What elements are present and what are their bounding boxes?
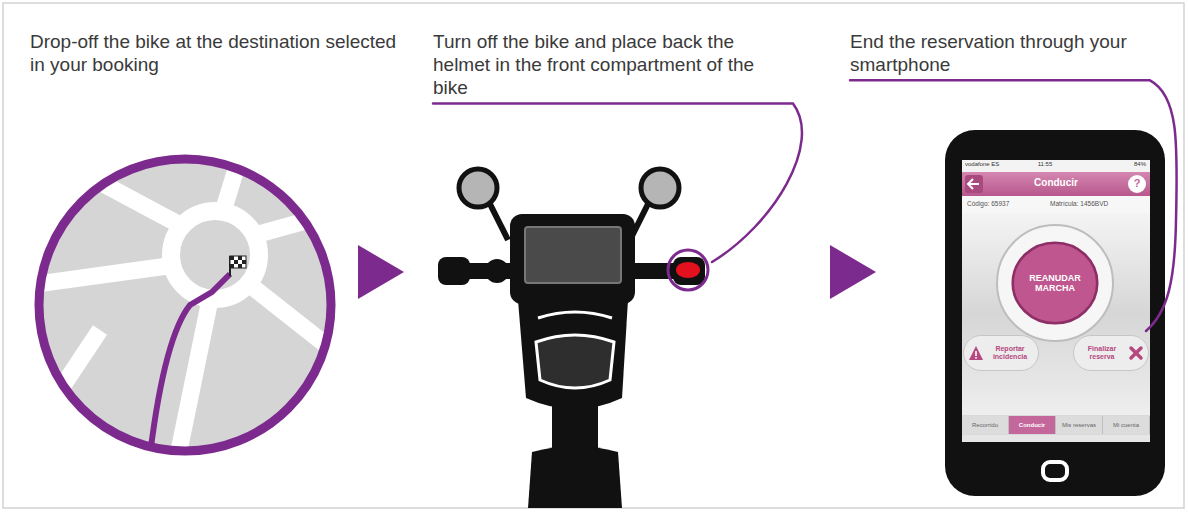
button-text: Finalizar reserva	[1078, 345, 1126, 361]
scooter-part	[510, 214, 635, 304]
leader-line	[433, 104, 802, 262]
tab: Mi cuenta	[1103, 416, 1150, 434]
finish-flag-part-part	[238, 264, 242, 268]
finish-flag-part	[230, 256, 246, 268]
finish-flag-part-part	[230, 264, 234, 268]
finish-flag-part-part	[234, 260, 238, 264]
power-button-part	[668, 250, 708, 290]
map-circle-part-part	[30, 140, 345, 470]
smartphone-part	[962, 196, 1150, 213]
smartphone	[945, 130, 1165, 496]
finish-flag-part-part	[242, 260, 246, 264]
button-text: Conducir	[1019, 422, 1045, 429]
status-text: 84%	[1110, 161, 1146, 168]
smartphone-part	[968, 179, 979, 189]
finish-flag-part	[230, 256, 246, 268]
finish-flag	[230, 256, 246, 276]
map-circle-part-part	[185, 225, 245, 285]
scooter-part	[525, 227, 621, 283]
scooter-part	[485, 259, 509, 283]
smartphone-part	[945, 130, 1165, 496]
smartphone-part	[1043, 462, 1067, 480]
close-icon	[1131, 348, 1141, 358]
step-caption: Turn off the bike and place back the hel…	[433, 30, 793, 100]
map-circle-part	[30, 140, 345, 470]
step-arrow	[358, 245, 404, 299]
step-caption: Drop-off the bike at the destination sel…	[30, 30, 415, 76]
finish-flag-part-part	[238, 256, 242, 260]
frame	[3, 3, 1184, 508]
help-icon: ?	[1129, 177, 1145, 190]
scooter-part	[438, 257, 470, 285]
plate-text: Matrícula: 1456BVD	[1050, 200, 1148, 208]
map-circle-part-part	[150, 274, 230, 455]
finish-flag-part-part	[230, 256, 234, 260]
map-circle	[30, 140, 345, 470]
step-caption: End the reservation through your smartph…	[850, 30, 1170, 76]
scooter	[438, 169, 705, 508]
button-text: REANUDAR MARCHA	[1021, 273, 1089, 294]
warning-icon	[969, 346, 983, 360]
tab: Mis reservas	[1056, 416, 1103, 434]
leader-line	[850, 80, 1177, 331]
scooter-part	[459, 169, 497, 207]
screen-title: Conducir	[1010, 177, 1102, 189]
scooter-part	[518, 300, 628, 409]
smartphone-part	[962, 172, 1150, 196]
scooter-part	[552, 405, 598, 453]
button-text: Mi cuenta	[1113, 422, 1139, 429]
scooter-part	[490, 204, 508, 240]
power-button	[668, 250, 708, 290]
power-button-part	[676, 262, 700, 278]
smartphone-part	[962, 213, 1150, 415]
button-text: Recorrido	[972, 422, 998, 429]
button-text: Reportar incidencia	[986, 345, 1034, 361]
smartphone-part	[962, 160, 1150, 442]
smartphone-part	[962, 415, 1150, 435]
scooter-part	[538, 312, 612, 318]
tab-active: Conducir	[1009, 416, 1056, 434]
code-text: Código: 65937	[967, 200, 1047, 208]
smartphone-part	[1128, 175, 1146, 193]
status-text: vodafone ES	[965, 161, 1015, 168]
scooter-part	[536, 335, 614, 388]
tab: Recorrido	[962, 416, 1009, 434]
scooter-part	[528, 446, 622, 508]
smartphone-part	[962, 160, 1150, 172]
map-circle-part-part-part	[30, 265, 175, 285]
map-circle-part-part-part	[40, 330, 100, 420]
smartphone-part	[962, 435, 1150, 442]
status-text: 11:55	[1030, 161, 1060, 168]
warning-icon	[968, 345, 984, 361]
map-circle-part	[39, 159, 331, 451]
smartphone-part	[997, 225, 1113, 341]
finish-button: Finalizar reserva	[1073, 335, 1149, 371]
report-button: Reportar incidencia	[963, 335, 1039, 371]
scooter-part	[641, 169, 679, 207]
resume-button: REANUDAR MARCHA	[1011, 241, 1099, 325]
step-arrow	[830, 245, 876, 299]
smartphone-part	[965, 175, 983, 193]
warning-icon	[975, 351, 977, 356]
button-circle	[1013, 243, 1097, 324]
scooter-part	[673, 257, 705, 285]
warning-icon	[975, 357, 977, 359]
button-text: Mis reservas	[1062, 422, 1096, 429]
close-icon	[1128, 345, 1144, 361]
